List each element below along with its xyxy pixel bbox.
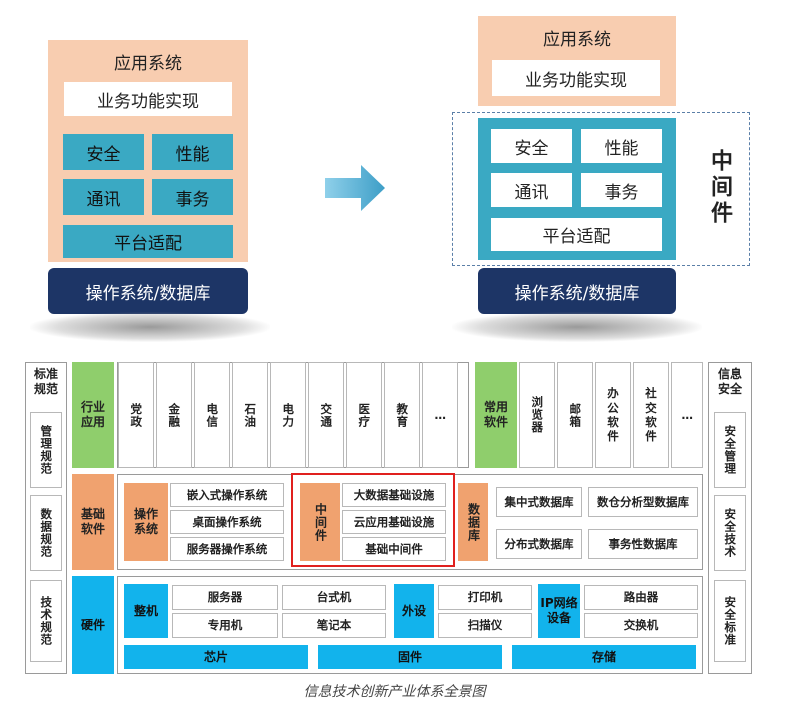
hardware-label: 硬件 <box>72 576 114 674</box>
common-item-social: 社交软件 <box>633 362 669 468</box>
db-item-centralized: 集中式数据库 <box>496 487 582 517</box>
db-item-warehouse: 数仓分析型数据库 <box>588 487 698 517</box>
right-platform-box: 平台适配 <box>491 218 662 251</box>
standards-item-data: 数据规范 <box>30 495 62 571</box>
right-security-box: 安全 <box>491 129 572 163</box>
right-app-system-title: 应用系统 <box>543 29 611 50</box>
industry-app-label: 行业应用 <box>72 362 114 468</box>
common-item-more: … <box>671 362 703 468</box>
diagram-caption: 信息技术创新产业体系全景图 <box>303 684 486 700</box>
industry-item-transport: 交通 <box>308 362 344 468</box>
ip-device-label: IP网络设备 <box>538 584 580 638</box>
db-label: 数据库 <box>458 483 488 561</box>
right-stack-shadow <box>452 312 702 342</box>
machine-item-laptop: 笔记本 <box>282 613 386 638</box>
middleware-label: 中间件 <box>707 149 732 227</box>
db-item-distributed: 分布式数据库 <box>496 529 582 559</box>
machine-item-special: 专用机 <box>172 613 278 638</box>
middleware-item-basic: 基础中间件 <box>342 537 446 561</box>
industry-item-telecom: 电信 <box>194 362 230 468</box>
peripheral-label: 外设 <box>394 584 434 638</box>
db-item-transactional: 事务性数据库 <box>588 529 698 559</box>
os-item-embedded: 嵌入式操作系统 <box>170 483 284 507</box>
right-business-box: 业务功能实现 <box>492 60 660 96</box>
left-comm-box: 通讯 <box>63 179 144 215</box>
left-business-box: 业务功能实现 <box>64 82 232 116</box>
middleware-highlight-frame <box>291 473 455 567</box>
industry-item-finance: 金融 <box>156 362 192 468</box>
security-item-standard: 安全标准 <box>714 580 746 662</box>
os-item-desktop: 桌面操作系统 <box>170 510 284 534</box>
industry-item-oil: 石油 <box>232 362 268 468</box>
left-platform-box: 平台适配 <box>63 225 233 258</box>
industry-item-party: 党政 <box>118 362 154 468</box>
common-item-browser: 浏览器 <box>519 362 555 468</box>
security-item-tech: 安全技术 <box>714 495 746 571</box>
security-header: 信息安全 <box>717 367 742 396</box>
standards-item-management: 管理规范 <box>30 412 62 488</box>
left-os-db-box: 操作系统/数据库 <box>48 268 248 314</box>
middleware-dashed-frame <box>452 112 750 266</box>
common-item-mail: 邮箱 <box>557 362 593 468</box>
standards-header: 标准规范 <box>33 367 58 396</box>
left-performance-box: 性能 <box>152 134 233 170</box>
arrow-right-icon <box>325 165 385 211</box>
industry-item-power: 电力 <box>270 362 306 468</box>
os-label: 操作系统 <box>124 483 168 561</box>
peripheral-item-scanner: 扫描仪 <box>438 613 532 638</box>
right-os-db-box: 操作系统/数据库 <box>478 268 676 314</box>
machine-item-server: 服务器 <box>172 585 278 610</box>
right-comm-box: 通讯 <box>491 173 572 207</box>
standards-item-tech: 技术规范 <box>30 580 62 662</box>
middleware-item-bigdata: 大数据基础设施 <box>342 483 446 507</box>
right-performance-box: 性能 <box>581 129 662 163</box>
common-software-label: 常用软件 <box>475 362 517 468</box>
left-stack-shadow <box>30 312 270 342</box>
left-transaction-box: 事务 <box>152 179 233 215</box>
common-item-office: 办公软件 <box>595 362 631 468</box>
bottom-item-firmware: 固件 <box>318 645 502 669</box>
industry-item-education: 教育 <box>384 362 420 468</box>
bottom-item-chip: 芯片 <box>124 645 308 669</box>
left-app-system-title: 应用系统 <box>114 53 182 74</box>
peripheral-item-printer: 打印机 <box>438 585 532 610</box>
security-item-management: 安全管理 <box>714 412 746 488</box>
ip-item-switch: 交换机 <box>584 613 698 638</box>
industry-item-medical: 医疗 <box>346 362 382 468</box>
basic-software-label: 基础软件 <box>72 474 114 570</box>
machine-label: 整机 <box>124 584 168 638</box>
os-item-server: 服务器操作系统 <box>170 537 284 561</box>
ip-item-router: 路由器 <box>584 585 698 610</box>
machine-item-desktop: 台式机 <box>282 585 386 610</box>
panorama-middleware-label: 中间件 <box>300 483 340 561</box>
left-security-box: 安全 <box>63 134 144 170</box>
bottom-item-storage: 存储 <box>512 645 696 669</box>
middleware-item-cloud: 云应用基础设施 <box>342 510 446 534</box>
right-transaction-box: 事务 <box>581 173 662 207</box>
industry-item-more: … <box>422 362 458 468</box>
